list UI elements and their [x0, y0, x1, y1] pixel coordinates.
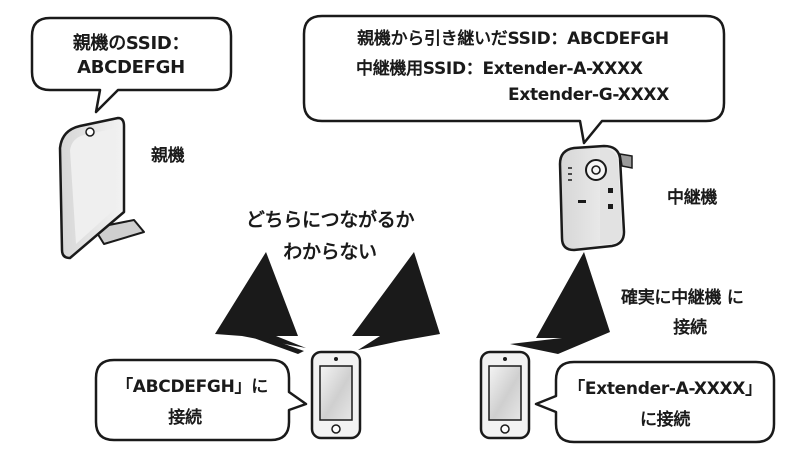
- certain-note-emphasis: 中継機: [671, 288, 722, 308]
- extender-ssid-a-line: 中継機用SSID：Extender-A-XXXX: [356, 59, 643, 79]
- arrow-to-extender-uncertain: [352, 252, 440, 350]
- right-phone-bubble: [534, 360, 776, 444]
- phone-right-icon: [479, 350, 531, 440]
- parent-router-label: 親機: [151, 146, 185, 166]
- certain-note-line2: 接続: [673, 318, 707, 338]
- certain-note-post: に: [721, 288, 744, 308]
- extender-ssid-g-line: Extender-G-XXXX: [508, 85, 670, 105]
- extender-ssid-bubble: [302, 14, 726, 145]
- parent-router-icon: [58, 116, 145, 260]
- uncertain-note-line1: どちらにつながるか: [245, 209, 415, 231]
- extender-label: 中継機: [667, 188, 718, 208]
- left-phone-bubble-line1: 「ABCDEFGH」に: [116, 377, 268, 397]
- parent-ssid-bubble: [30, 16, 233, 114]
- right-phone-bubble-line2: に接続: [639, 410, 691, 430]
- left-phone-bubble-line2: 接続: [168, 408, 202, 428]
- parent-ssid-title: 親機のSSID：: [72, 33, 190, 54]
- arrow-to-parent: [215, 252, 306, 354]
- right-phone-bubble-line1: 「Extender-A-XXXX」: [568, 379, 762, 399]
- parent-ssid-value: ABCDEFGH: [77, 57, 185, 78]
- left-phone-bubble: [94, 358, 308, 442]
- certain-note-line1: 確実に中継機 に: [621, 283, 744, 308]
- certain-note-pre: 確実に: [621, 288, 672, 308]
- extender-device-icon: [558, 144, 633, 252]
- arrow-to-extender-sure: [510, 252, 610, 354]
- uncertain-note-line2: わからない: [283, 241, 377, 263]
- inherited-ssid-line: 親機から引き継いだSSID：ABCDEFGH: [357, 29, 669, 49]
- phone-left-icon: [310, 350, 362, 440]
